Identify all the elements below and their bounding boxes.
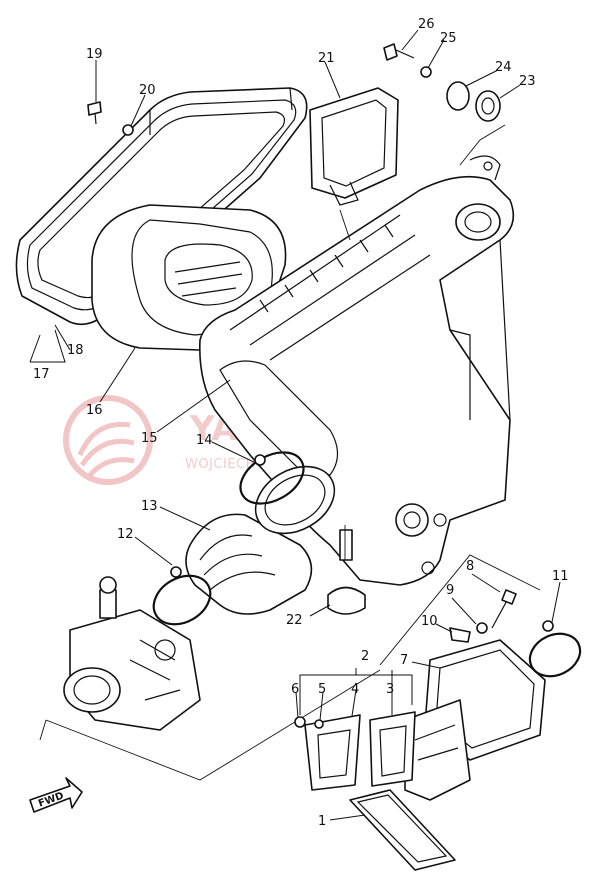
part-label-14: 14 bbox=[196, 433, 213, 448]
intake-joint bbox=[185, 465, 336, 615]
part-label-24: 24 bbox=[495, 60, 512, 75]
part-label-3: 3 bbox=[386, 682, 394, 697]
part-label-8: 8 bbox=[466, 559, 474, 574]
hose-clamps bbox=[152, 451, 305, 626]
part-label-20: 20 bbox=[139, 83, 156, 98]
part-label-16: 16 bbox=[86, 403, 103, 418]
part-label-19: 19 bbox=[86, 47, 103, 62]
part-label-26: 26 bbox=[418, 17, 435, 32]
part-label-6: 6 bbox=[291, 682, 299, 697]
reed-valve-assembly bbox=[294, 639, 546, 871]
fwd-label: FWD bbox=[37, 790, 65, 809]
part-number-labels: 1 2 3 4 5 6 7 8 9 10 11 12 13 14 15 16 1… bbox=[33, 17, 569, 829]
part-label-9: 9 bbox=[446, 583, 454, 598]
part-label-1: 1 bbox=[318, 814, 326, 829]
part-label-18: 18 bbox=[67, 343, 84, 358]
intake-silencer bbox=[309, 87, 399, 206]
part-label-5: 5 bbox=[318, 682, 326, 697]
part-label-4: 4 bbox=[351, 682, 359, 697]
watermark-logo bbox=[63, 395, 153, 485]
assembly-lines bbox=[339, 124, 541, 666]
part-label-22: 22 bbox=[286, 613, 303, 628]
part-label-2: 2 bbox=[361, 649, 369, 664]
part-label-11: 11 bbox=[552, 569, 569, 584]
part-label-13: 13 bbox=[141, 499, 158, 514]
part-label-17: 17 bbox=[33, 367, 50, 382]
part-label-12: 12 bbox=[117, 527, 134, 542]
part-label-21: 21 bbox=[318, 51, 335, 66]
small-hardware bbox=[87, 43, 582, 678]
part-label-7: 7 bbox=[400, 653, 408, 668]
part-label-15: 15 bbox=[141, 431, 158, 446]
part-label-10: 10 bbox=[421, 614, 438, 629]
forward-direction-marker: FWD bbox=[29, 777, 83, 813]
leader-lines bbox=[29, 29, 561, 821]
part-label-23: 23 bbox=[519, 74, 536, 89]
part-label-25: 25 bbox=[440, 31, 457, 46]
carburetor bbox=[39, 576, 381, 781]
